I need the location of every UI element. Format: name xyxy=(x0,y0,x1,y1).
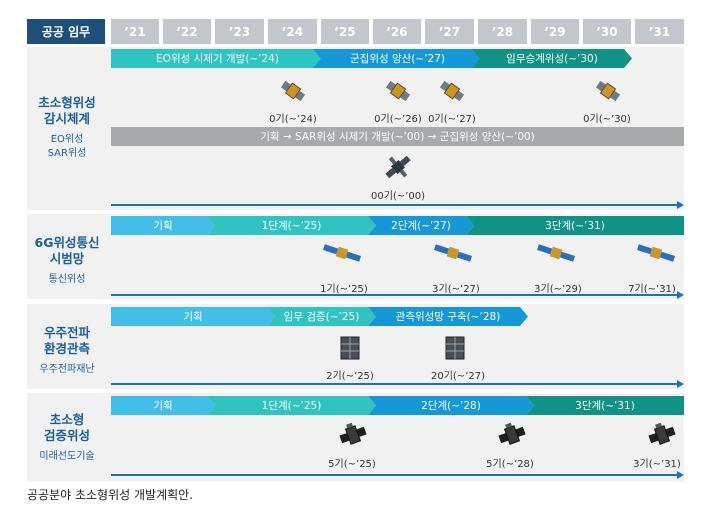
sat-count-label: 3기(~’29) xyxy=(534,284,582,295)
row-space-weather-label: 우주전파 환경관측 우주전파재난 xyxy=(27,325,107,377)
row-title-line: 6G위성통신 xyxy=(34,235,100,250)
cubesat-icon xyxy=(445,336,465,360)
year-2028: ’28 xyxy=(478,19,527,44)
row-subtitle-line: EO위성 xyxy=(50,134,84,145)
verification-satellite-icon xyxy=(498,422,526,445)
row-subtitle-line: SAR위성 xyxy=(47,148,87,159)
bar-planning: 기획 xyxy=(111,396,215,415)
row-title-line: 초소형 xyxy=(49,412,85,427)
verification-satellite-icon xyxy=(339,422,367,445)
bar-eo-prototype: EO위성 시제기 개발(~’24) xyxy=(111,49,324,68)
sat-count-label: 7기(~’31) xyxy=(628,284,676,295)
comm-satellite-icon xyxy=(537,244,575,262)
comm-satellite-icon xyxy=(434,244,472,262)
timeline-axis xyxy=(111,383,678,385)
timeline-arrow-icon xyxy=(677,291,684,299)
bar-stage3: 3단계(~’31) xyxy=(466,216,684,235)
bar-stage3: 3단계(~’31) xyxy=(526,396,684,415)
timeline-axis xyxy=(111,474,678,476)
eo-satellite-icon xyxy=(439,80,465,102)
sat-count-label: 0기(~’24) xyxy=(269,114,317,125)
timeline-arrow-icon xyxy=(677,201,684,209)
year-2027: ’27 xyxy=(425,19,474,44)
year-2025: ’25 xyxy=(321,19,369,44)
year-2022: ’22 xyxy=(163,19,211,44)
row-subtitle-line: 통신위성 xyxy=(48,274,86,285)
comm-satellite-icon xyxy=(637,244,675,262)
eo-satellite-icon xyxy=(280,80,306,102)
sat-count-label: 3기(~’27) xyxy=(432,284,480,295)
year-2021: ’21 xyxy=(111,19,159,44)
row-6g-label: 6G위성통신 시범망 통신위성 xyxy=(27,235,107,287)
sat-count-label: 0기(~’26) xyxy=(374,114,422,125)
figure-caption: 공공분야 초소형위성 개발계획안. xyxy=(27,488,194,502)
timeline-axis xyxy=(111,204,678,206)
bar-planning: 기획 xyxy=(111,216,215,235)
sat-count-label: 0기(~’27) xyxy=(428,114,476,125)
bar-stage2: 2단계(~’28) xyxy=(368,396,534,415)
comm-satellite-icon xyxy=(323,244,361,262)
row-title-line: 환경관측 xyxy=(43,341,90,356)
sar-satellite-icon xyxy=(385,155,411,179)
year-2024: ’24 xyxy=(268,19,317,44)
sat-count-label: 1기(~’25) xyxy=(320,284,368,295)
bar-planning: 기획 xyxy=(111,307,275,326)
row-subtitle-line: 우주전파재난 xyxy=(39,364,95,375)
row-verification-label: 초소형 검증위성 미래선도기술 xyxy=(27,412,107,464)
year-2031: ’31 xyxy=(635,19,684,44)
sat-count-label: 3기(~’31) xyxy=(633,459,681,470)
year-2026: ’26 xyxy=(373,19,421,44)
verification-satellite-icon xyxy=(648,422,676,445)
timeline-arrow-icon xyxy=(677,471,684,479)
bar-observation-network: 관측위성망 구축(~’28) xyxy=(368,307,528,326)
year-2029: ’29 xyxy=(531,19,579,44)
row-title-line: 검증위성 xyxy=(43,428,90,443)
row-subtitle-line: 미래선도기술 xyxy=(39,451,95,462)
row-title-line: 우주전파 xyxy=(43,325,90,340)
bar-stage2: 2단계(~’27) xyxy=(368,216,474,235)
row-title-line: 감시체계 xyxy=(43,111,90,126)
eo-satellite-icon xyxy=(385,80,411,102)
cubesat-icon xyxy=(340,336,360,360)
sat-count-label: 0기(~’30) xyxy=(583,114,631,125)
header-public-mission: 공공 임무 xyxy=(27,19,105,44)
bar-successor-satellite: 임무승계위성(~’30) xyxy=(472,49,632,68)
bar-stage1: 1단계(~’25) xyxy=(207,396,376,415)
bar-constellation-production: 군집위성 양산(~’27) xyxy=(313,49,482,68)
row-title-line: 초소형위성 xyxy=(38,95,96,110)
bar-sar-plan: 기획 → SAR위성 시제기 개발(~’00) → 군집위성 양산(~’00) xyxy=(111,127,684,146)
year-2030: ’30 xyxy=(583,19,631,44)
timeline-axis xyxy=(111,294,678,296)
bar-mission-verification: 임무 검증(~’25) xyxy=(267,307,376,326)
year-2023: ’23 xyxy=(215,19,264,44)
bar-stage1: 1단계(~’25) xyxy=(207,216,376,235)
row-surveillance-label: 초소형위성 감시체계 EO위성 SAR위성 xyxy=(27,95,107,161)
sat-count-label: 5기(~’25) xyxy=(328,459,376,470)
row-title-line: 시범망 xyxy=(49,251,85,266)
eo-satellite-icon xyxy=(595,80,621,102)
sat-count-label: 5기(~’28) xyxy=(486,459,534,470)
sat-count-label: 2기(~’25) xyxy=(326,371,374,382)
timeline-arrow-icon xyxy=(677,380,684,388)
sat-count-label: 20기(~’27) xyxy=(430,371,485,382)
sat-count-label: 00기(~’00) xyxy=(370,191,425,202)
